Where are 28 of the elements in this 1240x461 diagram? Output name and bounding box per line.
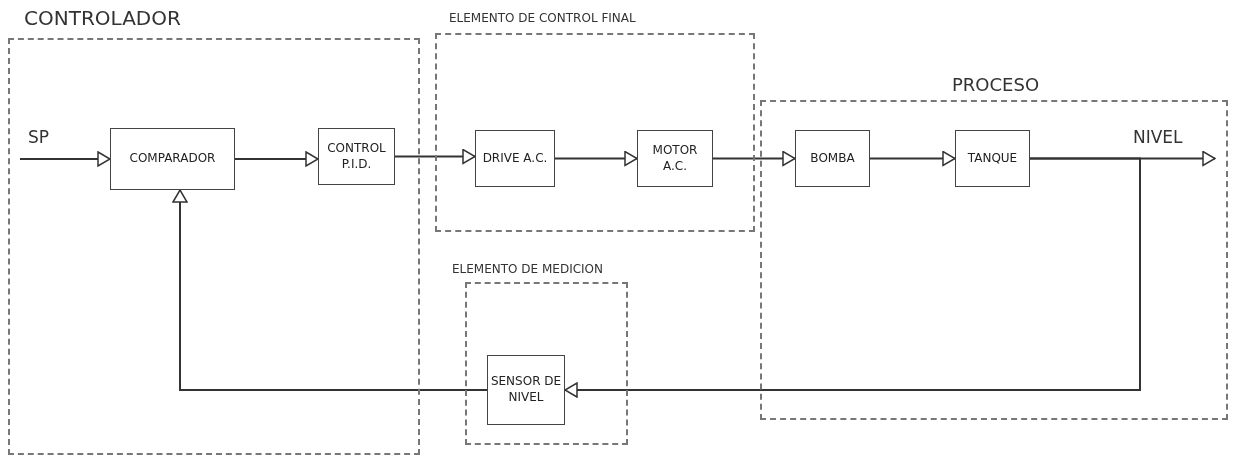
block-box [110,128,235,190]
arrow [554,150,638,167]
block-label: BOMBA [810,150,855,167]
block-box [475,130,555,187]
arrow [234,151,319,167]
block-label: CONTROL P.I.D. [326,140,387,173]
arrow [564,157,1141,398]
group-heading: CONTROLADOR [24,6,181,30]
arrow [712,150,796,167]
block-label: DRIVE A.C. [482,150,548,167]
group-heading: ELEMENTO DE CONTROL FINAL [449,11,636,25]
block-label: SENSOR DE NIVEL [490,374,562,406]
arrow [19,151,111,167]
group-heading: PROCESO [952,74,1040,95]
edge-label: SP [28,127,50,147]
arrow [394,148,476,165]
block-box [955,130,1030,187]
block-box [318,128,395,185]
arrow [869,150,956,167]
arrow [172,189,488,391]
block-label: TANQUE [967,150,1018,167]
block-label: MOTOR A.C. [651,142,699,175]
block-box [487,355,565,425]
edge-label: NIVEL [1133,126,1183,147]
group-heading: ELEMENTO DE MEDICION [452,262,604,276]
block-box [637,130,713,187]
block-label: COMPARADOR [129,151,216,167]
block-box [795,130,870,187]
